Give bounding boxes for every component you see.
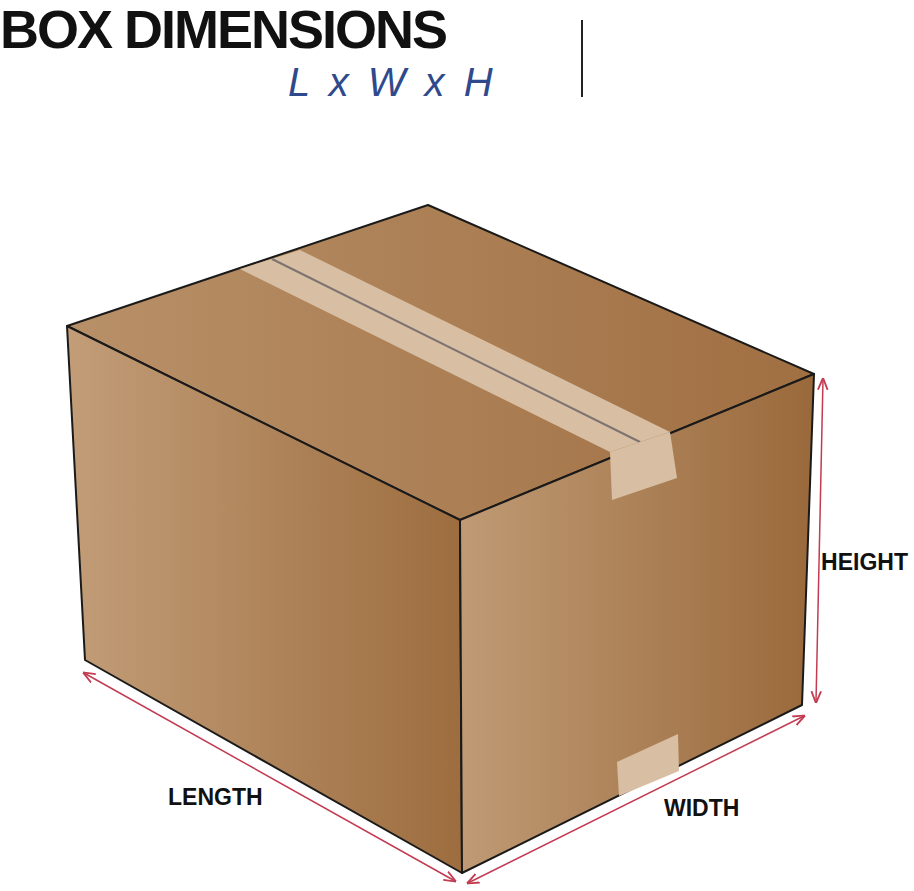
packing-tape (240, 250, 670, 452)
box-side-face (460, 374, 814, 873)
bottom-tape (617, 734, 679, 796)
tape-fold (610, 432, 677, 500)
dimension-label: WIDTH (664, 797, 739, 820)
flap-seam (272, 259, 640, 442)
title: BOX DIMENSIONS (0, 2, 446, 56)
dimension-label: LENGTH (168, 786, 263, 809)
formula-subtitle: L x W x H (288, 62, 497, 102)
width-dimension-line (468, 716, 804, 883)
divider-line (581, 20, 583, 97)
length-dimension-line (84, 673, 455, 881)
box-front-face (67, 326, 462, 873)
dimension-label: HEIGHT (821, 551, 908, 574)
height-dimension-line (816, 379, 823, 702)
